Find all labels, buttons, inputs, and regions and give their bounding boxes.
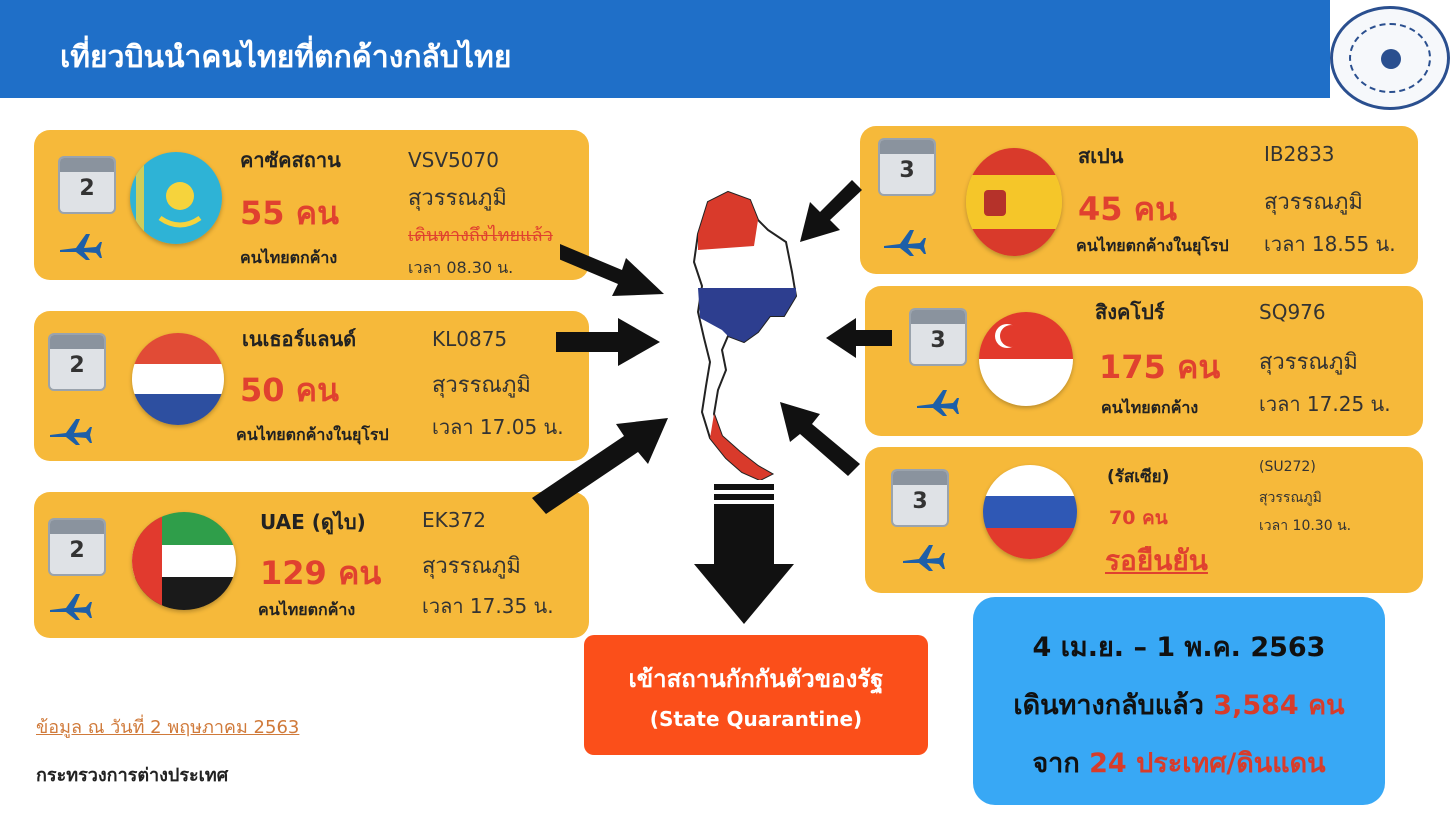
arrival-status: เดินทางถึงไทยแล้ว [408, 225, 553, 246]
passenger-count: 45 คน [1078, 190, 1177, 228]
arrow-icon [556, 318, 660, 366]
calendar-day: 3 [912, 489, 928, 514]
summary-dates: 4 เม.ย. – 1 พ.ค. 2563 [1032, 632, 1326, 663]
airplane-icon [901, 541, 945, 573]
airplane-icon [882, 226, 926, 258]
flight-number: SQ976 [1259, 300, 1326, 324]
flight-card-kazakhstan: 2 คาซัคสถาน 55 คน คนไทยตกค้าง VSV5070 สุ… [34, 130, 589, 280]
quarantine-title: เข้าสถานกักกันตัวของรัฐ [628, 665, 884, 693]
calendar-day: 2 [69, 538, 85, 563]
calendar-icon: 2 [48, 518, 106, 576]
airplane-icon [48, 415, 92, 447]
flight-number: VSV5070 [408, 148, 499, 172]
calendar-icon: 2 [48, 333, 106, 391]
arrow-icon [826, 318, 892, 358]
airport-name: สุวรรณภูมิ [1259, 490, 1322, 506]
flight-card-spain: 3 สเปน 45 คน คนไทยตกค้างในยุโรป IB2833 ส… [860, 126, 1418, 274]
country-name: เนเธอร์แลนด์ [242, 327, 357, 351]
passenger-count: 175 คน [1099, 348, 1221, 386]
flag-netherlands [132, 333, 224, 425]
data-as-of: ข้อมูล ณ วันที่ 2 พฤษภาคม 2563 [36, 717, 300, 738]
flag-spain [966, 148, 1062, 256]
flag-singapore [979, 312, 1073, 406]
flight-time: เวลา 18.55 น. [1264, 232, 1396, 256]
flight-number: IB2833 [1264, 142, 1335, 166]
flight-card-singapore: 3 สิงคโปร์ 175 คน คนไทยตกค้าง SQ976 สุวร… [865, 286, 1423, 436]
passenger-description: คนไทยตกค้างในยุโรป [1076, 236, 1229, 255]
airplane-icon [58, 230, 102, 262]
calendar-icon: 3 [909, 308, 967, 366]
airport-name: สุวรรณภูมิ [432, 373, 531, 398]
from-label: จาก [1032, 748, 1080, 779]
returned-label: เดินทางกลับแล้ว [1013, 690, 1204, 721]
passenger-count: 55 คน [240, 194, 339, 232]
arrow-icon [532, 418, 668, 514]
country-name: คาซัคสถาน [240, 148, 341, 172]
flight-number: EK372 [422, 508, 486, 532]
calendar-icon: 3 [878, 138, 936, 196]
quarantine-subtitle: (State Quarantine) [649, 707, 863, 731]
country-name: UAE (ดูไบ) [260, 510, 366, 534]
passenger-description: คนไทยตกค้าง [1101, 398, 1199, 417]
passenger-description: คนไทยตกค้างในยุโรป [236, 425, 389, 444]
calendar-day: 2 [69, 353, 85, 378]
country-count: 24 ประเทศ/ดินแดน [1089, 748, 1326, 779]
flight-time: เวลา 17.25 น. [1259, 392, 1391, 416]
flight-card-netherlands: 2 เนเธอร์แลนด์ 50 คน คนไทยตกค้างในยุโรป … [34, 311, 589, 461]
source-ministry: กระทรวงการต่างประเทศ [36, 765, 229, 786]
calendar-icon: 2 [58, 156, 116, 214]
state-quarantine-box: เข้าสถานกักกันตัวของรัฐ (State Quarantin… [584, 635, 928, 755]
passenger-description: คนไทยตกค้าง [258, 600, 356, 619]
country-name: สเปน [1078, 144, 1124, 168]
passenger-count: 70 คน [1109, 507, 1168, 529]
flight-card-russia: 3 (รัสเซีย) 70 คน รอยืนยัน (SU272) สุวรร… [865, 447, 1423, 593]
airport-name: สุวรรณภูมิ [422, 554, 521, 579]
passenger-description: คนไทยตกค้าง [240, 248, 338, 267]
thailand-map [688, 190, 798, 482]
returned-count: 3,584 คน [1213, 690, 1345, 721]
calendar-day: 2 [79, 176, 95, 201]
flight-time: เวลา 10.30 น. [1259, 518, 1352, 534]
airport-name: สุวรรณภูมิ [408, 186, 507, 211]
flight-card-uae: 2 UAE (ดูไบ) 129 คน คนไทยตกค้าง EK372 สุ… [34, 492, 589, 638]
airport-name: สุวรรณภูมิ [1259, 350, 1358, 375]
country-name: สิงคโปร์ [1095, 300, 1165, 324]
arrow-icon [780, 402, 860, 476]
airplane-icon [915, 386, 959, 418]
passenger-count: 129 คน [260, 554, 382, 592]
country-name: (รัสเซีย) [1107, 467, 1170, 487]
page-title: เที่ยวบินนำคนไทยที่ตกค้างกลับไทย [60, 40, 512, 75]
seal-ring [1349, 23, 1431, 93]
flight-time: เวลา 17.35 น. [422, 594, 554, 618]
summary-countries: จาก 24 ประเทศ/ดินแดน [973, 741, 1385, 784]
calendar-day: 3 [899, 158, 915, 183]
airport-name: สุวรรณภูมิ [1264, 190, 1363, 215]
flight-number: (SU272) [1259, 459, 1316, 475]
calendar-icon: 3 [891, 469, 949, 527]
flag-kazakhstan [130, 152, 222, 244]
confirmation-status: รอยืนยัน [1105, 544, 1208, 577]
ministry-seal [1330, 6, 1450, 110]
airplane-icon [48, 590, 92, 622]
flight-number: KL0875 [432, 327, 508, 351]
flag-uae [132, 512, 236, 610]
calendar-day: 3 [930, 328, 946, 353]
header-bar: เที่ยวบินนำคนไทยที่ตกค้างกลับไทย [0, 0, 1330, 98]
passenger-count: 50 คน [240, 371, 339, 409]
summary-returned: เดินทางกลับแล้ว 3,584 คน [973, 683, 1385, 726]
flag-russia [983, 465, 1077, 559]
arrow-icon [560, 244, 664, 296]
arrow-icon [800, 180, 862, 242]
summary-box: 4 เม.ย. – 1 พ.ค. 2563 เดินทางกลับแล้ว 3,… [973, 597, 1385, 805]
flight-time: เวลา 08.30 น. [408, 258, 514, 277]
flight-time: เวลา 17.05 น. [432, 415, 564, 439]
arrow-icon [694, 484, 794, 624]
